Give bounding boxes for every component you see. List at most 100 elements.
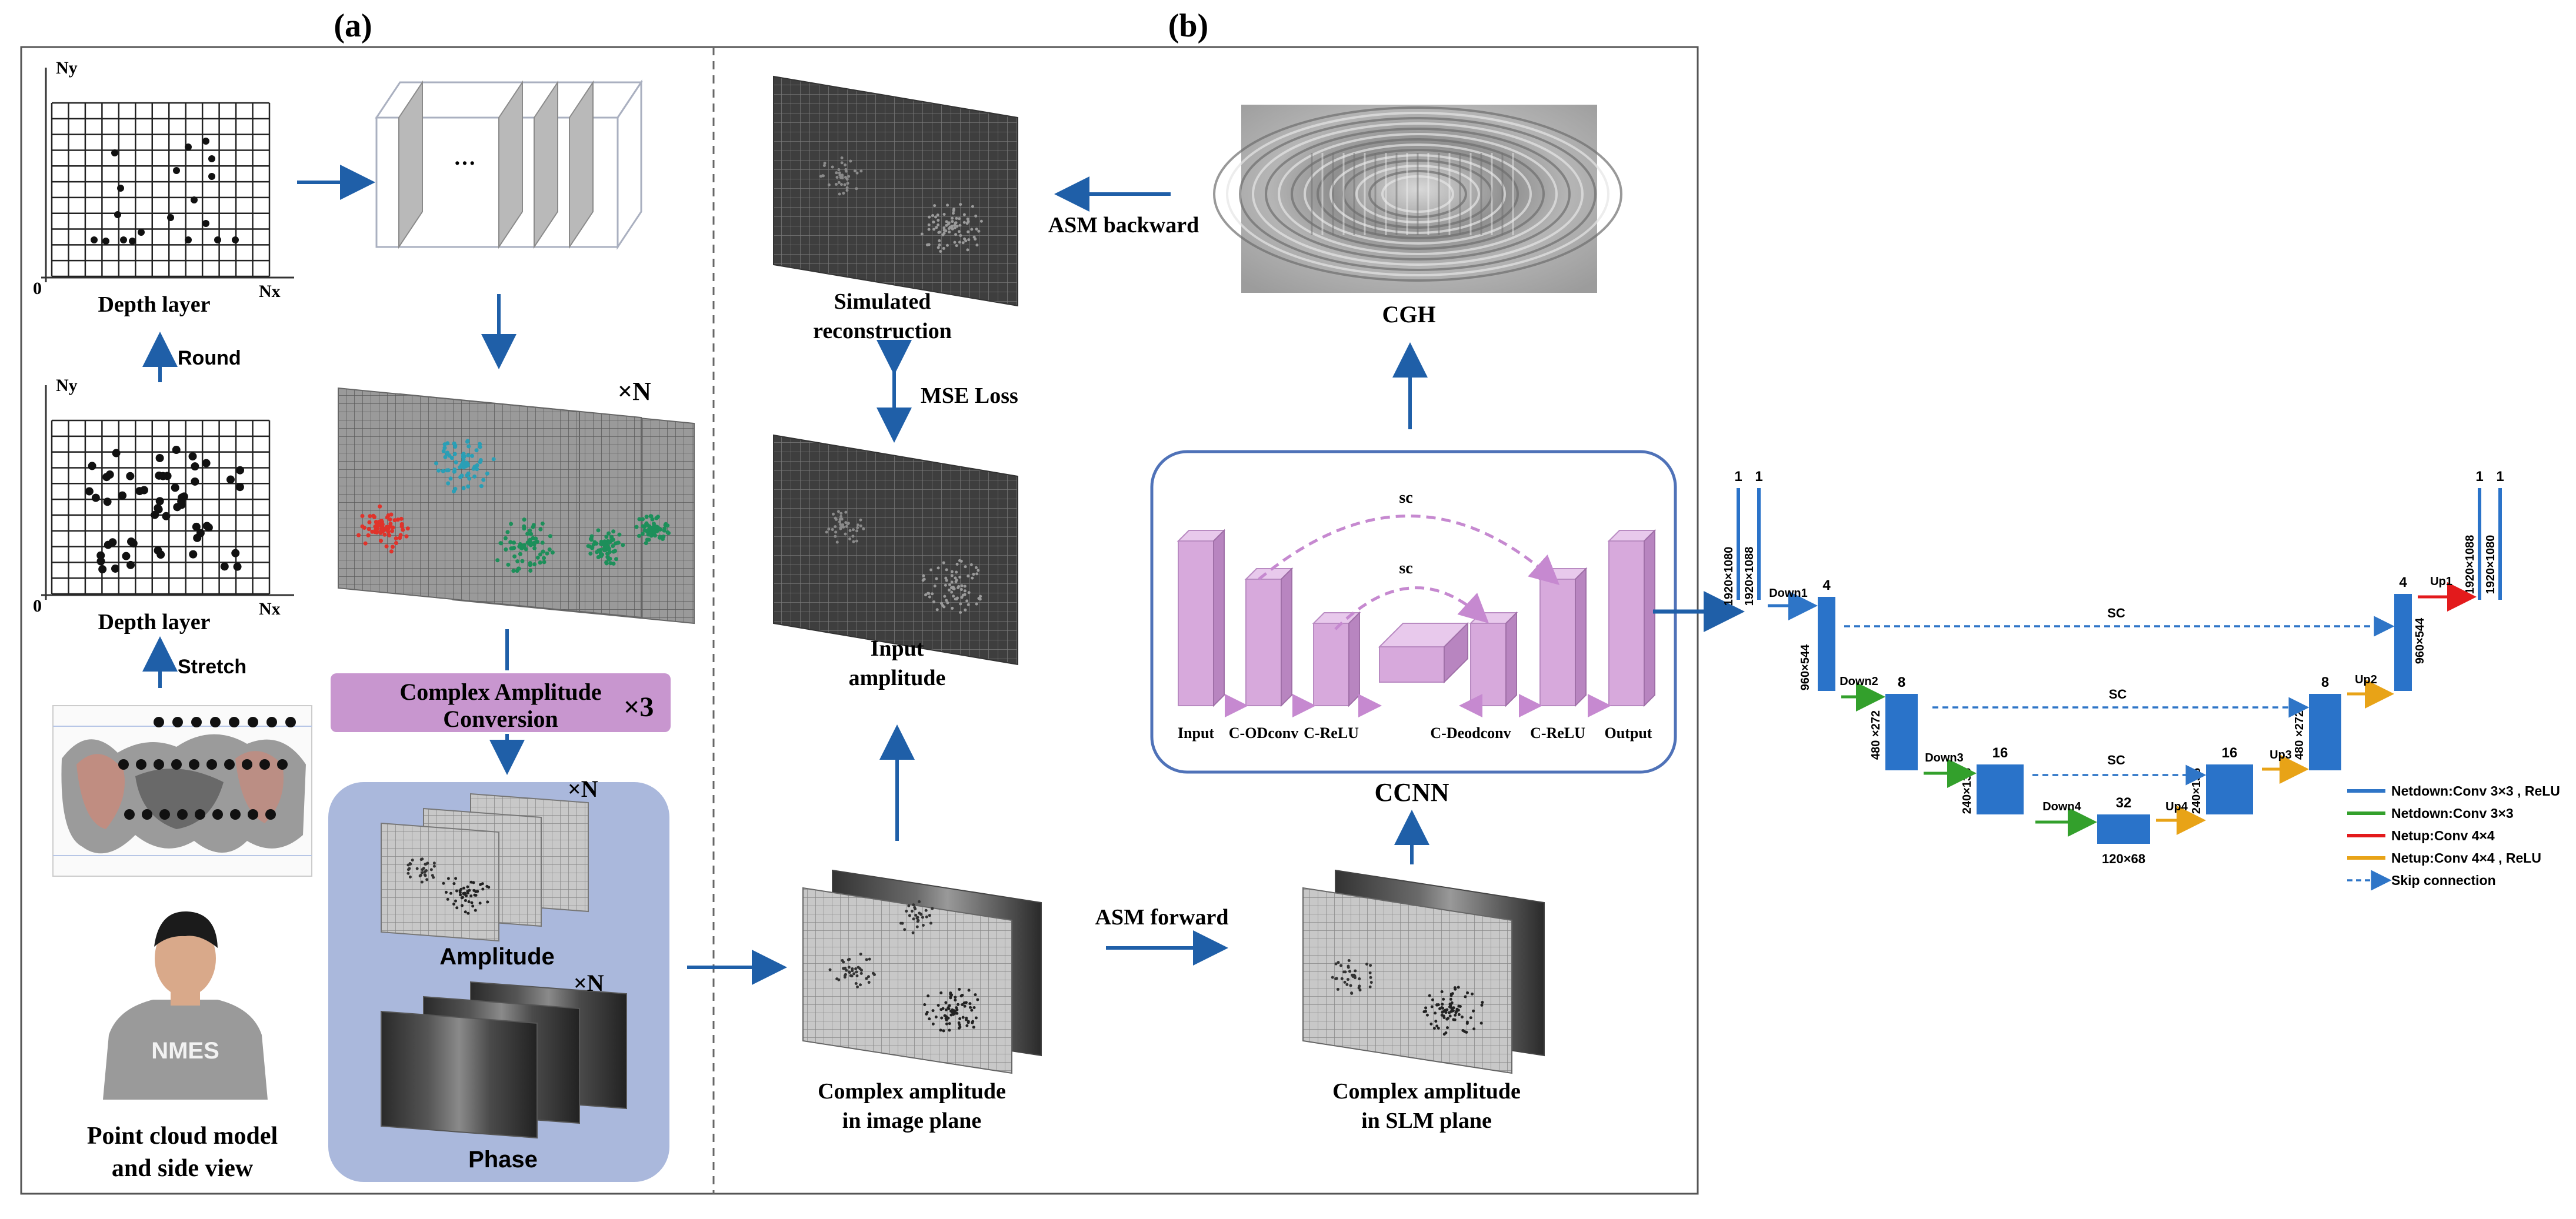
legend-label-0: Netdown:Conv 3×3 , ReLU [2391, 783, 2560, 799]
ccnn-block-label-2: C-ReLU [1304, 724, 1359, 742]
depth-layer-bottom: Ny Nx 0 Depth layer [33, 376, 294, 634]
ccnn-block-3 [1379, 646, 1445, 683]
unet-output-channel-0: 1 [2475, 469, 2483, 485]
unet-down-block-4 [2097, 814, 2150, 844]
amplitude-label: Amplitude [439, 944, 555, 970]
conversion-multiplier: ×3 [624, 692, 654, 723]
phase-times-n: ×N [574, 970, 604, 996]
amp-phase-panel: ×N Amplitude ×N Phase [328, 776, 669, 1182]
points-times-n: ×N [618, 377, 651, 406]
depth-bottom-origin: 0 [33, 596, 42, 616]
complex-amplitude-conversion: Complex Amplitude Conversion ×3 [331, 673, 671, 732]
unet-legend: Netdown:Conv 3×3 , ReLU Netdown:Conv 3×3N… [2347, 783, 2560, 891]
image-plane-stack [802, 869, 1042, 1074]
unet-down-dim-1: 960×544 [1799, 644, 1812, 690]
depth-bottom-x-axis: Nx [259, 599, 281, 619]
legend-label-4: Skip connection [2391, 873, 2496, 888]
unet-input-dim-1: 1920×1088 [1743, 547, 1756, 606]
unet-down-dim-2: 480 ×272 [1869, 710, 1882, 760]
unet-up-channel-2: 8 [2321, 674, 2329, 690]
unet-skip-label-2: SC [2107, 753, 2125, 767]
depth-top-origin: 0 [33, 279, 42, 298]
unet-down-dim-3: 240×136 [1961, 768, 1974, 814]
amplitude-times-n: ×N [568, 776, 598, 802]
legend-label-1: Netdown:Conv 3×3 [2391, 806, 2514, 821]
unet-down2-label: Down2 [1839, 675, 1878, 688]
layer-stack-box: ··· [375, 79, 643, 250]
cgh-image [1213, 105, 1622, 293]
unet-down3-label: Down3 [1925, 752, 1964, 764]
phase-label: Phase [468, 1147, 538, 1173]
unet-up-dim-1: 960×544 [2414, 617, 2427, 664]
unet-up-channel-3: 16 [2222, 745, 2238, 761]
ccnn-block-label-3: C-Deodconv [1430, 724, 1511, 742]
unet-down4-label: Down4 [2042, 800, 2081, 813]
panel-b-label: (b) [1168, 8, 1208, 44]
figure-frame [20, 46, 1699, 1195]
mse-loss-label: MSE Loss [921, 383, 1018, 408]
ccnn-block-0 [1178, 540, 1214, 706]
unet-output-dim-0: 1920×1088 [2464, 535, 2477, 595]
unet-skip-label-1: SC [2109, 687, 2127, 702]
unet-up-dim-2: 480 ×272 [2293, 710, 2306, 760]
simulated-line1: Simulated [834, 289, 931, 314]
unet-up2-label: Up2 [2355, 673, 2377, 686]
unet-up-channel-1: 4 [2399, 575, 2407, 590]
unet-down-block-3 [1977, 764, 2024, 814]
unet-up-block-2 [2309, 694, 2341, 770]
unet-input-dim-0: 1920×1080 [1722, 547, 1735, 606]
legend-label-3: Netup:Conv 4×4 , ReLU [2391, 850, 2541, 866]
ccnn-sc-inner: sc [1399, 559, 1412, 577]
point-cloud-caption-line1: Point cloud model [87, 1123, 278, 1150]
cgh-label: CGH [1382, 301, 1435, 328]
layers-ellipsis: ··· [454, 151, 476, 176]
input-amplitude-image [773, 434, 1018, 666]
colored-point-layers: ×N [338, 377, 695, 624]
person-photo: NMES [94, 909, 276, 1100]
ccnn-block-5 [1539, 579, 1576, 706]
slm-plane-stack [1302, 869, 1545, 1074]
depth-bottom-title: Depth layer [98, 610, 210, 634]
unet-down-channel-1: 4 [1822, 577, 1831, 593]
unet-output-dim-1: 1920×1080 [2484, 535, 2497, 595]
simulated-reconstruction-image [773, 75, 1018, 307]
stretch-label: Stretch [178, 656, 246, 678]
point-cloud-caption-line2: and side view [112, 1155, 254, 1182]
depth-top-title: Depth layer [98, 292, 210, 317]
depth-bottom-y-axis: Ny [56, 376, 78, 395]
asm-backward-label: ASM backward [1048, 213, 1199, 238]
unet-up-block-1 [2394, 594, 2412, 691]
ccnn-sc-outer: sc [1399, 489, 1412, 507]
unet-down-block-2 [1885, 694, 1918, 770]
ccnn-block-1 [1245, 579, 1282, 706]
slm-plane-caption-line1: Complex amplitude [1332, 1079, 1521, 1104]
simulated-line2: reconstruction [813, 319, 952, 343]
depth-top-y-axis: Ny [56, 58, 78, 78]
image-plane-caption-line1: Complex amplitude [818, 1079, 1006, 1104]
round-label: Round [178, 347, 241, 369]
ccnn-block-2 [1313, 623, 1349, 706]
unet-skip-label-0: SC [2107, 606, 2125, 620]
ccnn-block-label-5: Output [1605, 724, 1652, 742]
ccnn-block-6 [1608, 540, 1645, 706]
unet-input-channel-1: 1 [1755, 469, 1762, 485]
unet-down-channel-3: 16 [1992, 745, 2008, 761]
ccnn-block-label-0: Input [1178, 724, 1214, 742]
unet-down-block-1 [1818, 597, 1835, 691]
asm-forward-label: ASM forward [1095, 905, 1229, 930]
unet-up4-label: Up4 [2165, 800, 2188, 813]
depth-layer-top: Ny Nx 0 Depth layer [33, 58, 294, 317]
ccnn-block-4 [1470, 623, 1507, 706]
depth-top-x-axis: Nx [259, 282, 281, 301]
input-amplitude-line2: amplitude [849, 666, 946, 690]
unet-down1-label: Down1 [1769, 587, 1808, 600]
unet-output-channel-1: 1 [2496, 469, 2504, 485]
unet-up-block-3 [2206, 764, 2253, 814]
legend-label-2: Netup:Conv 4×4 [2391, 828, 2495, 843]
unet-input-channel-0: 1 [1734, 469, 1742, 485]
unet-down-channel-4: 32 [2116, 795, 2132, 811]
ccnn-block-label-1: C-ODconv [1229, 724, 1298, 742]
